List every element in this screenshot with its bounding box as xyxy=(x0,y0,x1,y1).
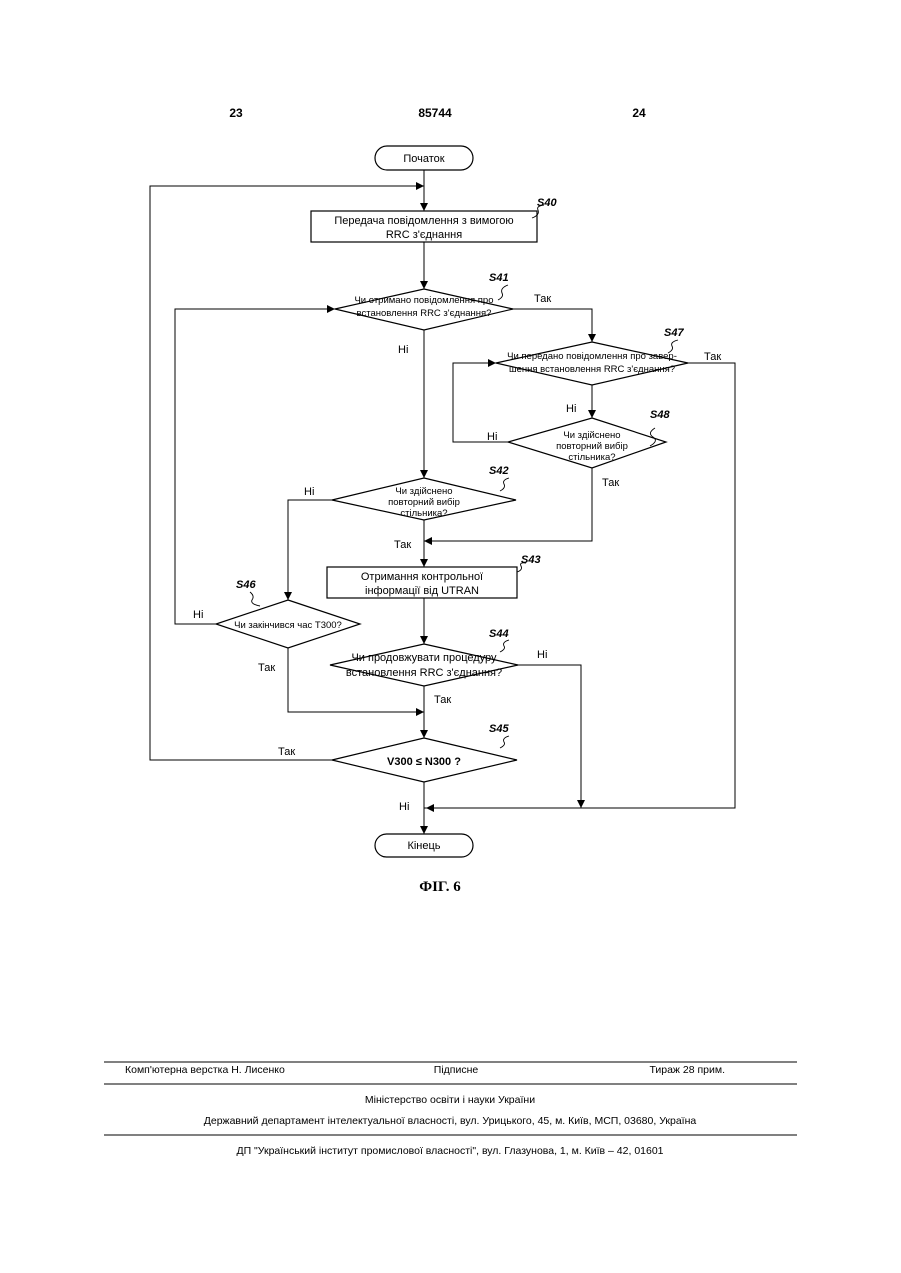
s43-text-line1: Отримання контрольної xyxy=(361,571,483,583)
label-s47-no: Ні xyxy=(566,403,576,415)
end-label: Кінець xyxy=(407,840,440,852)
s42-text-line3: стільника? xyxy=(400,508,447,519)
label-s41-no: Ні xyxy=(398,344,408,356)
figure-caption: ФІГ. 6 xyxy=(419,879,461,895)
decision-s48: Чи здійснено повторний вибір стільника? … xyxy=(508,409,670,468)
footer-ministry: Міністерство освіти і науки України xyxy=(365,1094,535,1106)
s44-text-line2: встановлення RRC з'єднання? xyxy=(346,667,502,679)
end-terminal: Кінець xyxy=(375,834,473,857)
s47-text-line1: Чи передано повідомлення про завер- xyxy=(507,351,677,362)
s41-text-line2: встановлення RRC з'єднання? xyxy=(357,308,492,319)
s48-text-line2: повторний вибір xyxy=(556,441,628,452)
s41-step-id: S41 xyxy=(489,272,509,284)
s45-text-line1: V300 ≤ N300 ? xyxy=(387,756,461,768)
label-s44-no: Ні xyxy=(537,649,547,661)
s48-text-line3: стільника? xyxy=(568,452,615,463)
page-number-left: 23 xyxy=(229,106,243,120)
label-s42-no: Ні xyxy=(304,486,314,498)
step-s40: Передача повідомлення з вимогою RRC з'єд… xyxy=(311,197,557,242)
s41-text-line1: Чи отримано повідомлення про xyxy=(354,295,493,306)
label-s47-yes: Так xyxy=(704,351,721,363)
start-terminal: Початок xyxy=(375,146,473,170)
document-number: 85744 xyxy=(418,106,452,120)
s47-text-line2: шення встановлення RRC з'єднання? xyxy=(509,364,675,375)
label-s45-no: Ні xyxy=(399,801,409,813)
s48-text-line1: Чи здійснено xyxy=(563,430,620,441)
label-s44-yes: Так xyxy=(434,694,451,706)
label-s48-no: Ні xyxy=(487,431,497,443)
label-s45-yes: Так xyxy=(278,746,295,758)
label-s46-yes: Так xyxy=(258,662,275,674)
step-s43: Отримання контрольної інформації від UTR… xyxy=(327,554,541,598)
s42-text-line2: повторний вибір xyxy=(388,497,460,508)
s42-text-line1: Чи здійснено xyxy=(395,486,452,497)
start-label: Початок xyxy=(403,153,444,165)
label-s41-yes: Так xyxy=(534,293,551,305)
footer-layout-credit: Комп'ютерна верстка Н. Лисенко xyxy=(125,1064,285,1076)
s40-text-line1: Передача повідомлення з вимогою xyxy=(334,215,513,227)
footer-institute: ДП "Український інститут промислової вла… xyxy=(236,1145,663,1157)
s42-step-id: S42 xyxy=(489,465,509,477)
footer-signed: Підписне xyxy=(434,1064,479,1076)
label-s46-no: Ні xyxy=(193,609,203,621)
s47-step-id: S47 xyxy=(664,327,684,339)
label-s42-yes: Так xyxy=(394,539,411,551)
s44-step-id: S44 xyxy=(489,628,509,640)
label-s48-yes: Так xyxy=(602,477,619,489)
s46-step-id: S46 xyxy=(236,579,256,591)
s43-text-line2: інформації від UTRAN xyxy=(365,585,479,597)
s45-step-id: S45 xyxy=(489,723,509,735)
footer: Комп'ютерна верстка Н. Лисенко Підписне … xyxy=(104,1062,797,1157)
s43-step-id: S43 xyxy=(521,554,541,566)
s48-step-id: S48 xyxy=(650,409,670,421)
s46-text-line1: Чи закінчився час T300? xyxy=(234,620,342,631)
page-number-right: 24 xyxy=(632,106,646,120)
footer-department: Державний департамент інтелектуальної вл… xyxy=(204,1115,697,1127)
s40-step-id: S40 xyxy=(537,197,557,209)
s40-text-line2: RRC з'єднання xyxy=(386,229,462,241)
footer-circulation: Тираж 28 прим. xyxy=(649,1064,725,1076)
s44-text-line1: Чи продовжувати процедуру xyxy=(351,652,497,664)
